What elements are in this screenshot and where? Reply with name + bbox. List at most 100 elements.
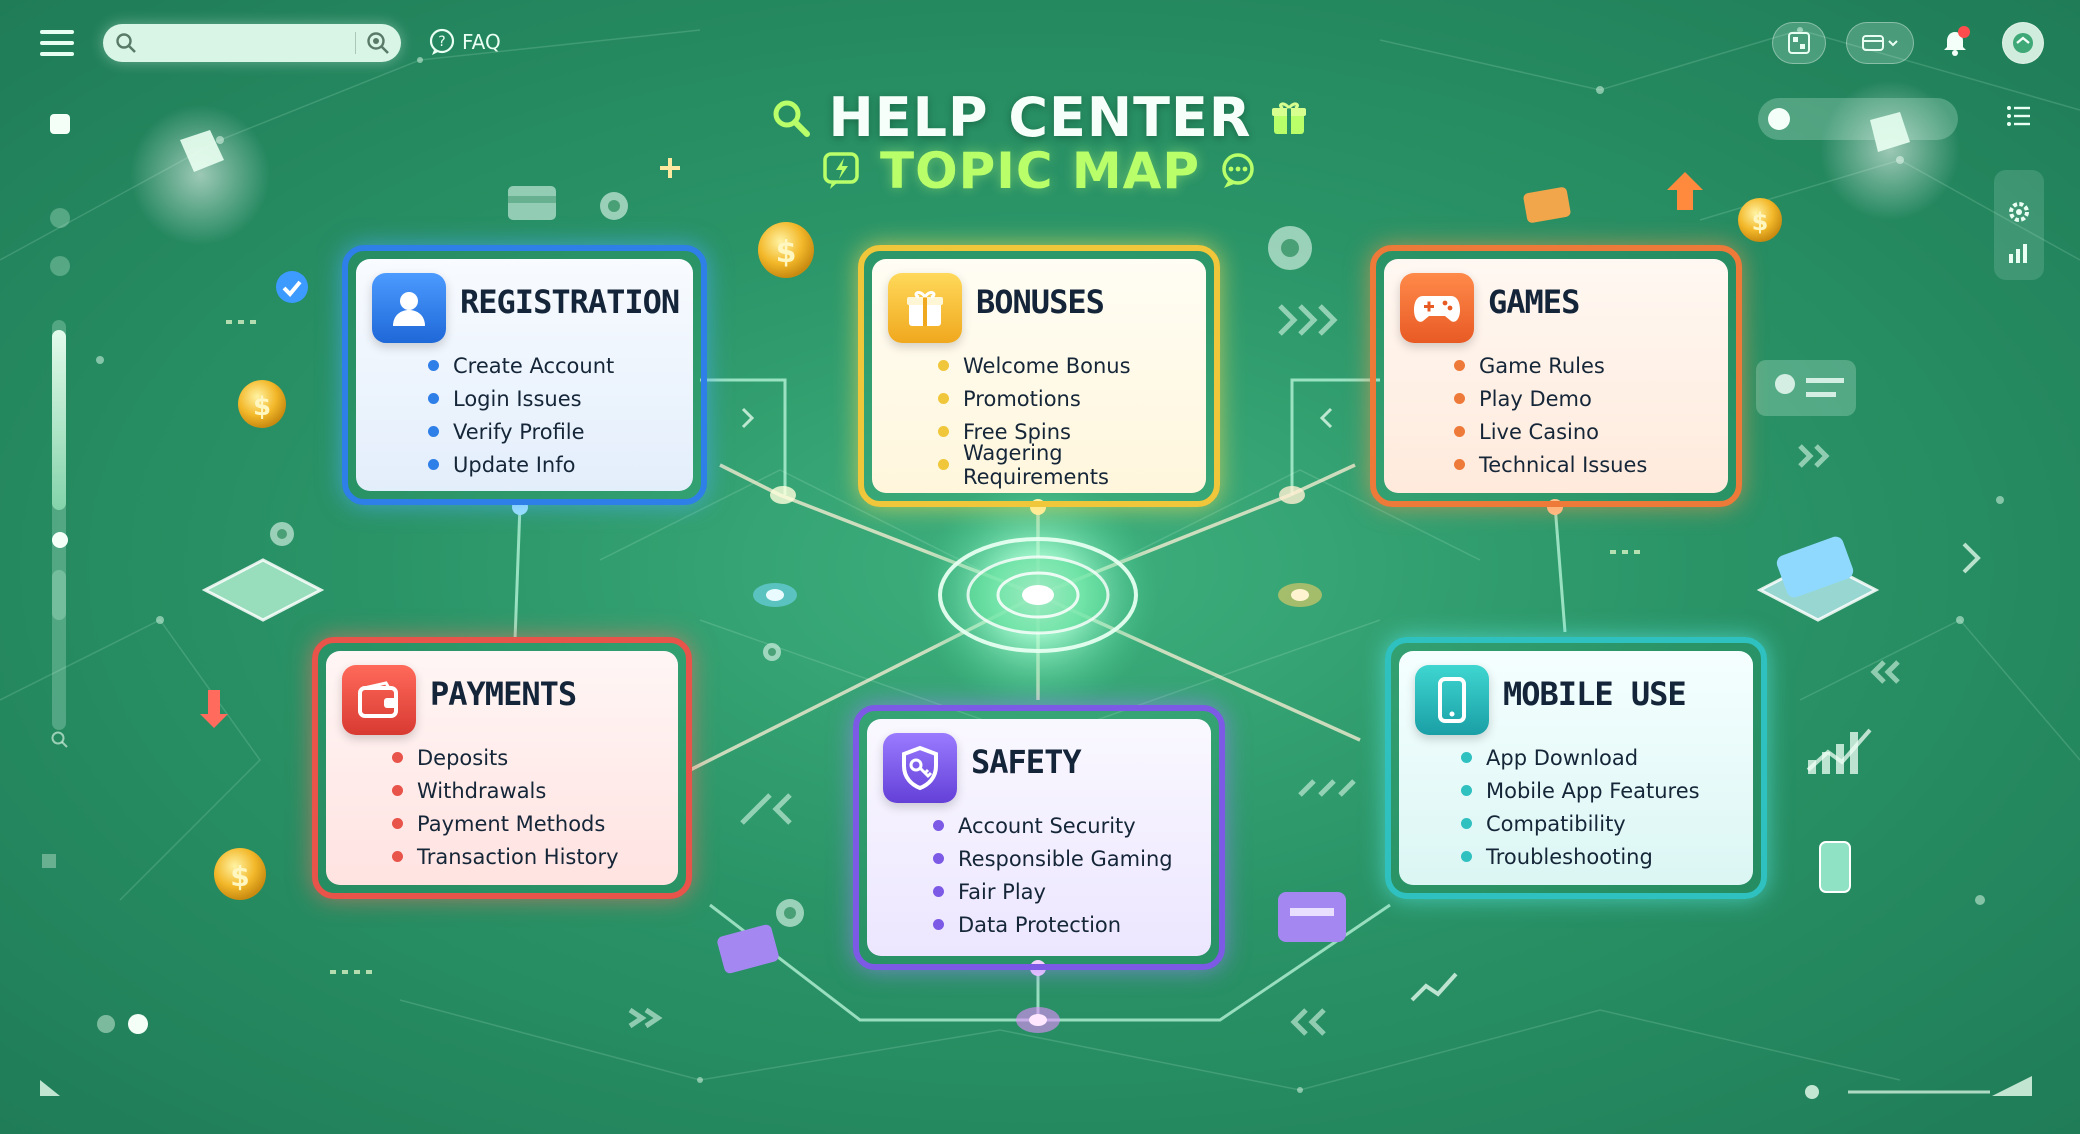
bullet xyxy=(1461,785,1472,796)
topic-item[interactable]: Responsible Gaming xyxy=(933,842,1173,875)
rail-position-dot[interactable] xyxy=(52,532,68,548)
svg-text:$: $ xyxy=(1752,208,1769,236)
topic-item[interactable]: Troubleshooting xyxy=(1461,840,1700,873)
topic-item[interactable]: Create Account xyxy=(428,349,614,382)
topic-item[interactable]: Data Protection xyxy=(933,908,1173,941)
topic-item[interactable]: Fair Play xyxy=(933,875,1173,908)
topic-item[interactable]: App Download xyxy=(1461,741,1700,774)
bar-chart-icon[interactable] xyxy=(2007,242,2031,264)
bullet xyxy=(933,886,944,897)
notifications-button[interactable] xyxy=(1934,22,1976,64)
topic-item[interactable]: Welcome Bonus xyxy=(938,349,1214,382)
bullet xyxy=(1454,360,1465,371)
toggle-knob xyxy=(1768,108,1790,130)
topic-item[interactable]: Technical Issues xyxy=(1454,448,1647,481)
topic-label: Create Account xyxy=(453,353,615,378)
rail-nav-dot-2[interactable] xyxy=(50,256,70,276)
topic-label: Transaction History xyxy=(417,844,619,869)
topic-label: Live Casino xyxy=(1479,419,1600,444)
topic-item[interactable]: Promotions xyxy=(938,382,1214,415)
topic-label: Free Spins xyxy=(963,419,1071,444)
dashboard-icon xyxy=(1788,32,1810,54)
topic-item[interactable]: Account Security xyxy=(933,809,1173,842)
bullet xyxy=(1454,459,1465,470)
card-mobile-use[interactable]: MOBILE USE App Download Mobile App Featu… xyxy=(1385,637,1767,899)
search-small-icon[interactable] xyxy=(50,730,70,750)
rail-home-button[interactable] xyxy=(50,114,70,134)
bullet xyxy=(938,426,949,437)
topic-item[interactable]: Login Issues xyxy=(428,382,614,415)
search-icon xyxy=(116,33,136,53)
topic-item[interactable]: Payment Methods xyxy=(392,807,619,840)
card-topic-list: Game Rules Play Demo Live Casino Technic… xyxy=(1454,349,1647,481)
topic-label: Data Protection xyxy=(958,912,1122,937)
search-submit-icon[interactable] xyxy=(365,30,391,56)
left-side-rail xyxy=(36,100,84,1000)
card-games[interactable]: GAMES Game Rules Play Demo Live Casino T… xyxy=(1370,245,1742,507)
faq-link[interactable]: ? FAQ xyxy=(428,28,501,56)
topic-label: Payment Methods xyxy=(417,811,606,836)
topic-item[interactable]: Withdrawals xyxy=(392,774,619,807)
topic-item[interactable]: Update Info xyxy=(428,448,614,481)
wallet-icon xyxy=(1862,35,1884,51)
card-safety[interactable]: SAFETY Account Security Responsible Gami… xyxy=(853,705,1225,970)
card-title: GAMES xyxy=(1488,283,1580,321)
subtitle-row: TOPIC MAP xyxy=(0,142,2080,200)
topic-label: Game Rules xyxy=(1479,353,1605,378)
topic-label: Verify Profile xyxy=(453,419,585,444)
topic-item[interactable]: Wagering Requirements xyxy=(938,441,1214,489)
chevron-right-small-icon[interactable] xyxy=(740,406,756,430)
smartphone-icon xyxy=(1415,665,1489,735)
bullet xyxy=(428,393,439,404)
card-payments[interactable]: PAYMENTS Deposits Withdrawals Payment Me… xyxy=(312,637,692,899)
search-input[interactable] xyxy=(143,30,333,56)
card-registration[interactable]: REGISTRATION Create Account Login Issues… xyxy=(342,245,707,505)
bullet xyxy=(933,853,944,864)
topic-label: Play Demo xyxy=(1479,386,1592,411)
card-topic-list: Create Account Login Issues Verify Profi… xyxy=(428,349,614,481)
card-bonuses[interactable]: BONUSES Welcome Bonus Promotions Free Sp… xyxy=(858,245,1220,507)
list-icon[interactable] xyxy=(2006,104,2032,128)
question-bubble-icon: ? xyxy=(429,28,455,55)
bullet xyxy=(392,851,403,862)
bullet xyxy=(938,393,949,404)
topic-item[interactable]: Deposits xyxy=(392,741,619,774)
bullet xyxy=(392,785,403,796)
chevron-down-icon xyxy=(1888,40,1898,47)
wallet-dropdown-button[interactable] xyxy=(1846,22,1914,64)
view-toggle[interactable] xyxy=(1758,98,1958,140)
topic-item[interactable]: Live Casino xyxy=(1454,415,1647,448)
central-hub-node[interactable] xyxy=(940,540,1136,650)
topic-label: Welcome Bonus xyxy=(963,353,1131,378)
search-bar[interactable] xyxy=(103,24,401,62)
menu-icon[interactable] xyxy=(40,30,74,56)
dashboard-button[interactable] xyxy=(1772,22,1826,64)
topic-item[interactable]: Transaction History xyxy=(392,840,619,873)
rail-scroll-thumb[interactable] xyxy=(52,330,66,510)
topic-item[interactable]: Free Spins xyxy=(938,415,1214,448)
topic-label: Fair Play xyxy=(958,879,1046,904)
faq-label: FAQ xyxy=(462,30,501,54)
topic-label: Withdrawals xyxy=(417,778,547,803)
page-title-text: HELP CENTER xyxy=(828,86,1252,149)
user-icon xyxy=(372,273,446,343)
shield-key-icon xyxy=(883,733,957,803)
wallet-icon xyxy=(342,665,416,735)
topic-item[interactable]: Compatibility xyxy=(1461,807,1700,840)
topic-label: App Download xyxy=(1486,745,1639,770)
rail-nav-dot-1[interactable] xyxy=(50,208,70,228)
topic-label: Responsible Gaming xyxy=(958,846,1173,871)
topic-item[interactable]: Game Rules xyxy=(1454,349,1647,382)
topic-item[interactable]: Play Demo xyxy=(1454,382,1647,415)
chevron-left-small-icon[interactable] xyxy=(1318,406,1334,430)
topic-item[interactable]: Verify Profile xyxy=(428,415,614,448)
chevron-right-icon[interactable] xyxy=(1960,540,1984,576)
bullet xyxy=(1461,752,1472,763)
profile-button[interactable] xyxy=(2002,22,2044,64)
bullet xyxy=(392,818,403,829)
gift-icon xyxy=(1272,101,1307,134)
svg-text:$: $ xyxy=(253,392,271,422)
topic-label: Login Issues xyxy=(453,386,582,411)
topic-item[interactable]: Mobile App Features xyxy=(1461,774,1700,807)
gear-icon[interactable] xyxy=(2007,200,2031,224)
